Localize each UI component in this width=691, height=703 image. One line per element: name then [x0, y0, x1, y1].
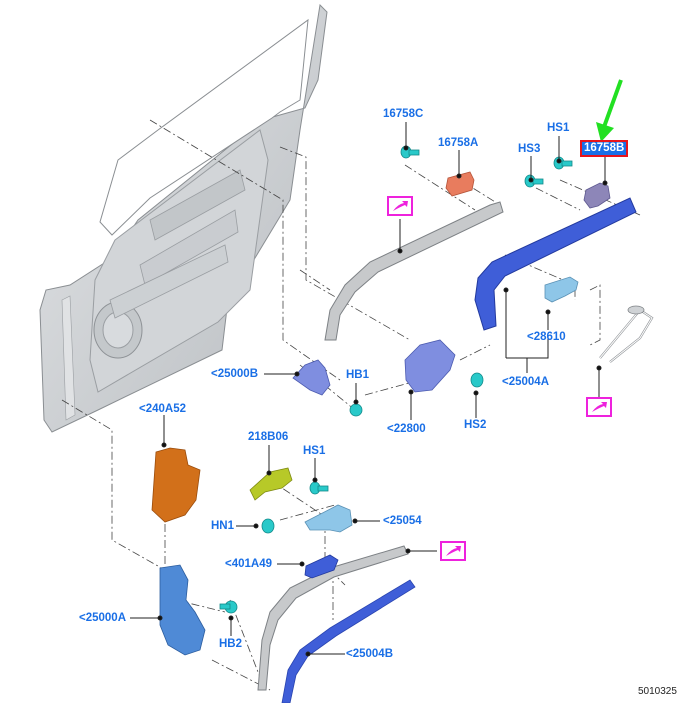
part-401A49-block [304, 554, 339, 579]
upper-glass-run-grey [324, 201, 504, 341]
fastener-HB1 [349, 403, 363, 417]
label-25004B[interactable]: <25004B [346, 648, 393, 660]
reference-box-upper-run[interactable] [387, 196, 413, 216]
label-25004A[interactable]: <25004A [502, 376, 549, 388]
fastener-HB2 [219, 600, 238, 614]
part-25000A-hinge-lower [159, 564, 206, 656]
reference-box-lower-run[interactable] [440, 541, 466, 561]
arrow-reference-icon [446, 546, 461, 556]
label-25054[interactable]: <25054 [383, 515, 422, 527]
label-28610[interactable]: <28610 [527, 331, 566, 343]
label-16758A[interactable]: 16758A [438, 137, 479, 149]
part-218B06-trim [249, 467, 293, 501]
label-HS1-top[interactable]: HS1 [547, 122, 570, 134]
label-22800[interactable]: <22800 [387, 423, 426, 435]
run-channel-25004A [474, 197, 637, 331]
fastener-HN1 [261, 518, 275, 534]
part-16758B-clip [583, 182, 611, 209]
arrow-reference-icon [393, 201, 408, 211]
label-218B06[interactable]: 218B06 [248, 431, 289, 443]
label-240A52[interactable]: <240A52 [139, 403, 186, 415]
door-panel [39, 3, 328, 433]
label-HB1[interactable]: HB1 [346, 369, 370, 381]
fastener-HS2 [470, 372, 484, 388]
reference-box-cable[interactable] [586, 397, 612, 417]
part-28610-check [544, 276, 579, 303]
fastener-HS1-mid [309, 481, 329, 495]
label-401A49[interactable]: <401A49 [225, 558, 272, 570]
part-22800-hinge [404, 339, 456, 393]
label-25000B[interactable]: <25000B [211, 368, 258, 380]
lower-glass-run [257, 545, 416, 703]
label-HN1[interactable]: HN1 [211, 520, 235, 532]
label-25000A[interactable]: <25000A [79, 612, 126, 624]
part-25054-bracket [304, 504, 353, 533]
part-cable [599, 305, 654, 363]
label-HS2[interactable]: HS2 [464, 419, 487, 431]
label-HS3[interactable]: HS3 [518, 143, 541, 155]
fastener-HS3 [524, 174, 544, 188]
callout-leaders [130, 122, 608, 657]
part-240A52-bracket [151, 447, 201, 523]
arrow-reference-icon [592, 402, 607, 412]
part-16758A-pad [445, 171, 475, 197]
fastener-HS1-top [553, 156, 573, 170]
drawing-number: 5010325 [638, 686, 677, 697]
label-HB2[interactable]: HB2 [219, 638, 243, 650]
label-HS1-mid[interactable]: HS1 [303, 445, 326, 457]
label-16758B-highlighted[interactable]: 16758B [579, 140, 629, 157]
green-arrow-icon [596, 79, 623, 142]
label-16758C[interactable]: 16758C [383, 108, 424, 120]
part-25000B-hinge-upper [292, 359, 331, 396]
